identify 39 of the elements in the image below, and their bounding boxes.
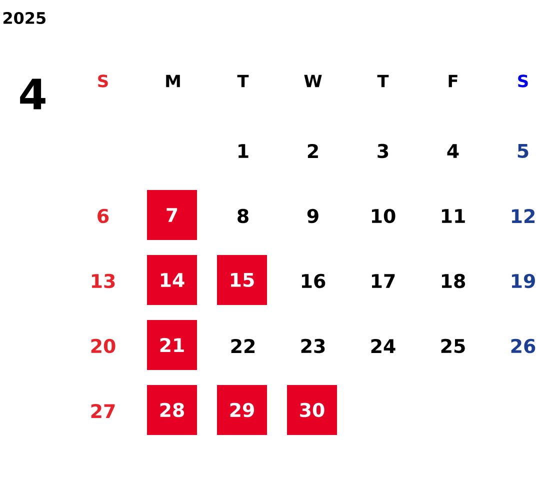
weekday-header: M xyxy=(166,74,180,88)
date-number: 3 xyxy=(378,144,388,158)
weekday-header: T xyxy=(237,74,249,88)
date-number: 9 xyxy=(307,208,318,224)
highlighted-date-cell: 28 xyxy=(147,384,197,435)
highlighted-date-cell: 7 xyxy=(147,190,197,240)
date-number: 16 xyxy=(302,274,326,288)
date-number: 5 xyxy=(518,144,528,158)
date-number: 8 xyxy=(238,208,248,224)
highlighted-date-cell: 21 xyxy=(147,320,197,370)
month-number: 4 xyxy=(20,78,46,110)
weekday-header: F xyxy=(448,74,458,88)
date-number: 26 xyxy=(511,338,536,354)
date-number: 24 xyxy=(371,338,396,353)
highlighted-date-cell: 14 xyxy=(147,254,197,305)
year-title: 2025 xyxy=(3,12,46,24)
date-number: 18 xyxy=(442,274,465,288)
date-number: 22 xyxy=(231,338,255,353)
highlighted-date-cell: 30 xyxy=(287,384,337,435)
date-number: 13 xyxy=(92,274,115,288)
weekday-header: W xyxy=(304,74,322,88)
date-number: 1 xyxy=(238,144,248,158)
weekday-header: S xyxy=(98,74,108,88)
weekday-header: S xyxy=(518,74,528,88)
date-number: 11 xyxy=(442,209,465,223)
date-number: 12 xyxy=(512,208,535,223)
date-number: 10 xyxy=(372,208,396,224)
highlighted-date-cell: 29 xyxy=(217,384,267,435)
highlighted-date-cell: 15 xyxy=(217,254,267,305)
weekday-header: T xyxy=(377,74,389,88)
date-number: 2 xyxy=(308,144,318,158)
date-number: 23 xyxy=(301,338,325,354)
date-number: 17 xyxy=(372,274,395,288)
date-number: 20 xyxy=(91,338,116,354)
date-number: 19 xyxy=(512,274,535,288)
date-number: 25 xyxy=(441,338,465,354)
date-number: 4 xyxy=(447,144,459,158)
date-number: 27 xyxy=(91,404,115,418)
date-number: 6 xyxy=(98,208,109,224)
